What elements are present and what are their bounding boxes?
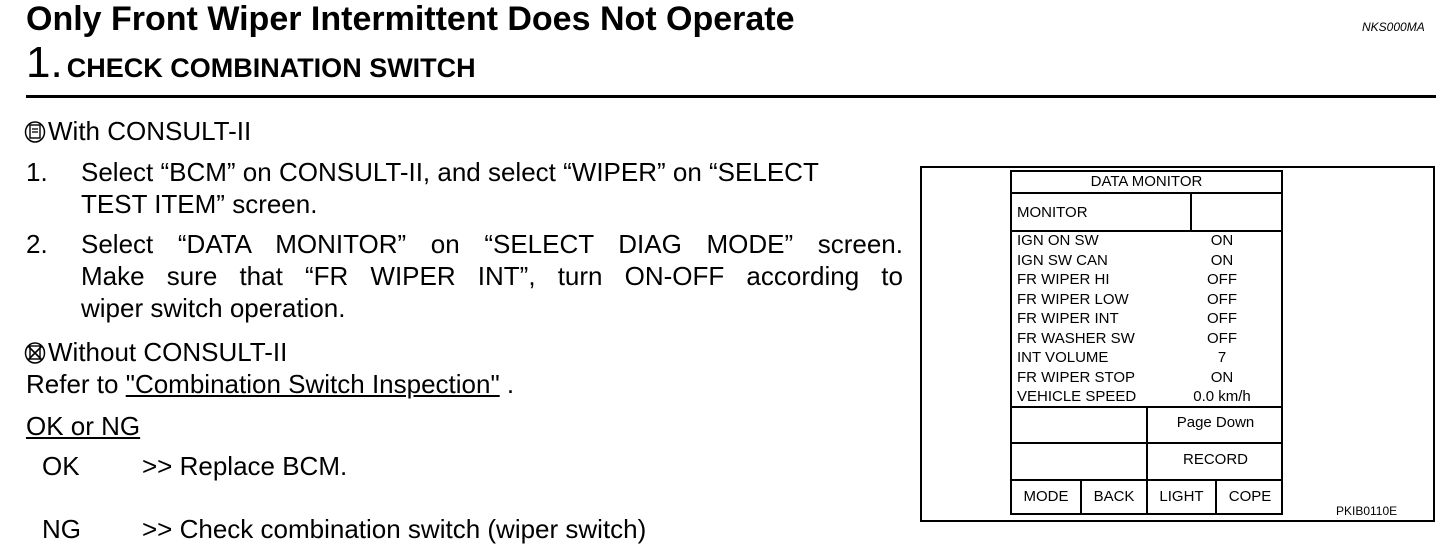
- monitor-row-label: IGN ON SW: [1017, 232, 1099, 249]
- monitor-row-value: ON: [1210, 232, 1234, 249]
- reference-code: NKS000MA: [1362, 20, 1425, 34]
- ng-label: NG: [42, 514, 81, 544]
- monitor-row-value: OFF: [1207, 310, 1237, 327]
- divider: [1012, 192, 1281, 194]
- record-button[interactable]: RECORD: [1182, 451, 1248, 468]
- step-title: CHECK COMBINATION SWITCH: [66, 53, 476, 83]
- monitor-row-value: OFF: [1207, 329, 1237, 347]
- refer-prefix: Refer to: [26, 369, 126, 399]
- refer-line: Refer to "Combination Switch Inspection"…: [26, 368, 514, 400]
- ng-action: >> Check combination switch (wiper switc…: [142, 514, 647, 544]
- monitor-row-label: FR WASHER SW: [1017, 329, 1135, 347]
- monitor-row-label: IGN SW CAN: [1017, 251, 1108, 269]
- cope-button[interactable]: COPE: [1228, 488, 1272, 505]
- figure-frame: [920, 166, 1435, 522]
- monitor-row-label: FR WIPER HI: [1017, 271, 1110, 288]
- step-2-line-2: Make sure that “FR WIPER INT”, turn ON-O…: [81, 261, 903, 291]
- step-1-line-2: TEST ITEM” screen.: [81, 189, 318, 219]
- heading-rule: [26, 95, 1436, 98]
- monitor-row-value: ON: [1210, 368, 1234, 386]
- monitor-title: DATA MONITOR: [1090, 173, 1203, 190]
- ok-action: >> Replace BCM.: [142, 451, 348, 481]
- ok-label: OK: [42, 451, 80, 481]
- divider: [1190, 192, 1192, 230]
- monitor-row-label: FR WIPER STOP: [1017, 368, 1136, 386]
- monitor-header-label: MONITOR: [1017, 204, 1088, 221]
- step-heading: 1.CHECK COMBINATION SWITCH: [26, 36, 476, 100]
- mode-button[interactable]: MODE: [1023, 488, 1069, 505]
- ok-or-ng-heading: OK or NG: [26, 411, 141, 441]
- step-1-number: 1.: [26, 157, 48, 187]
- without-consult-heading: Without CONSULT-II: [24, 336, 287, 368]
- page-title: Only Front Wiper Intermittent Does Not O…: [26, 0, 795, 38]
- refer-suffix: .: [499, 369, 515, 399]
- divider: [1012, 230, 1281, 232]
- divider: [1012, 442, 1281, 444]
- back-button[interactable]: BACK: [1093, 488, 1135, 505]
- monitor-row-value: 0.0 km/h: [1193, 388, 1251, 405]
- light-button[interactable]: LIGHT: [1159, 488, 1204, 505]
- with-consult-label: With CONSULT-II: [48, 116, 252, 146]
- combination-switch-inspection-link[interactable]: "Combination Switch Inspection": [125, 369, 500, 399]
- monitor-row-value: 7: [1217, 349, 1227, 366]
- step-1-line-1: Select “BCM” on CONSULT-II, and select “…: [81, 157, 819, 187]
- monitor-row-label: VEHICLE SPEED: [1017, 388, 1137, 405]
- divider: [1146, 479, 1148, 515]
- page-down-button[interactable]: Page Down: [1176, 414, 1255, 431]
- monitor-row-value: OFF: [1207, 290, 1237, 308]
- data-monitor-screen: DATA MONITOR MONITOR IGN ON SW ON IGN SW …: [1010, 170, 1283, 515]
- monitor-row-label: INT VOLUME: [1017, 349, 1109, 366]
- step-2-number: 2.: [26, 229, 48, 259]
- divider: [1080, 479, 1082, 515]
- step-2-line-3: wiper switch operation.: [81, 293, 346, 323]
- without-consult-label: Without CONSULT-II: [48, 337, 288, 367]
- consult-tool-icon: [24, 121, 46, 143]
- with-consult-heading: With CONSULT-II: [24, 115, 251, 147]
- no-consult-tool-icon: [24, 342, 46, 364]
- divider: [1215, 479, 1217, 515]
- monitor-row-label: FR WIPER LOW: [1017, 290, 1129, 308]
- monitor-row-value: ON: [1210, 251, 1234, 269]
- step-2-line-1: Select “DATA MONITOR” on “SELECT DIAG MO…: [81, 229, 903, 259]
- step-number: 1.: [26, 38, 63, 87]
- monitor-row-value: OFF: [1207, 271, 1237, 288]
- monitor-row-label: FR WIPER INT: [1017, 310, 1119, 327]
- figure-code: PKIB0110E: [1336, 504, 1398, 518]
